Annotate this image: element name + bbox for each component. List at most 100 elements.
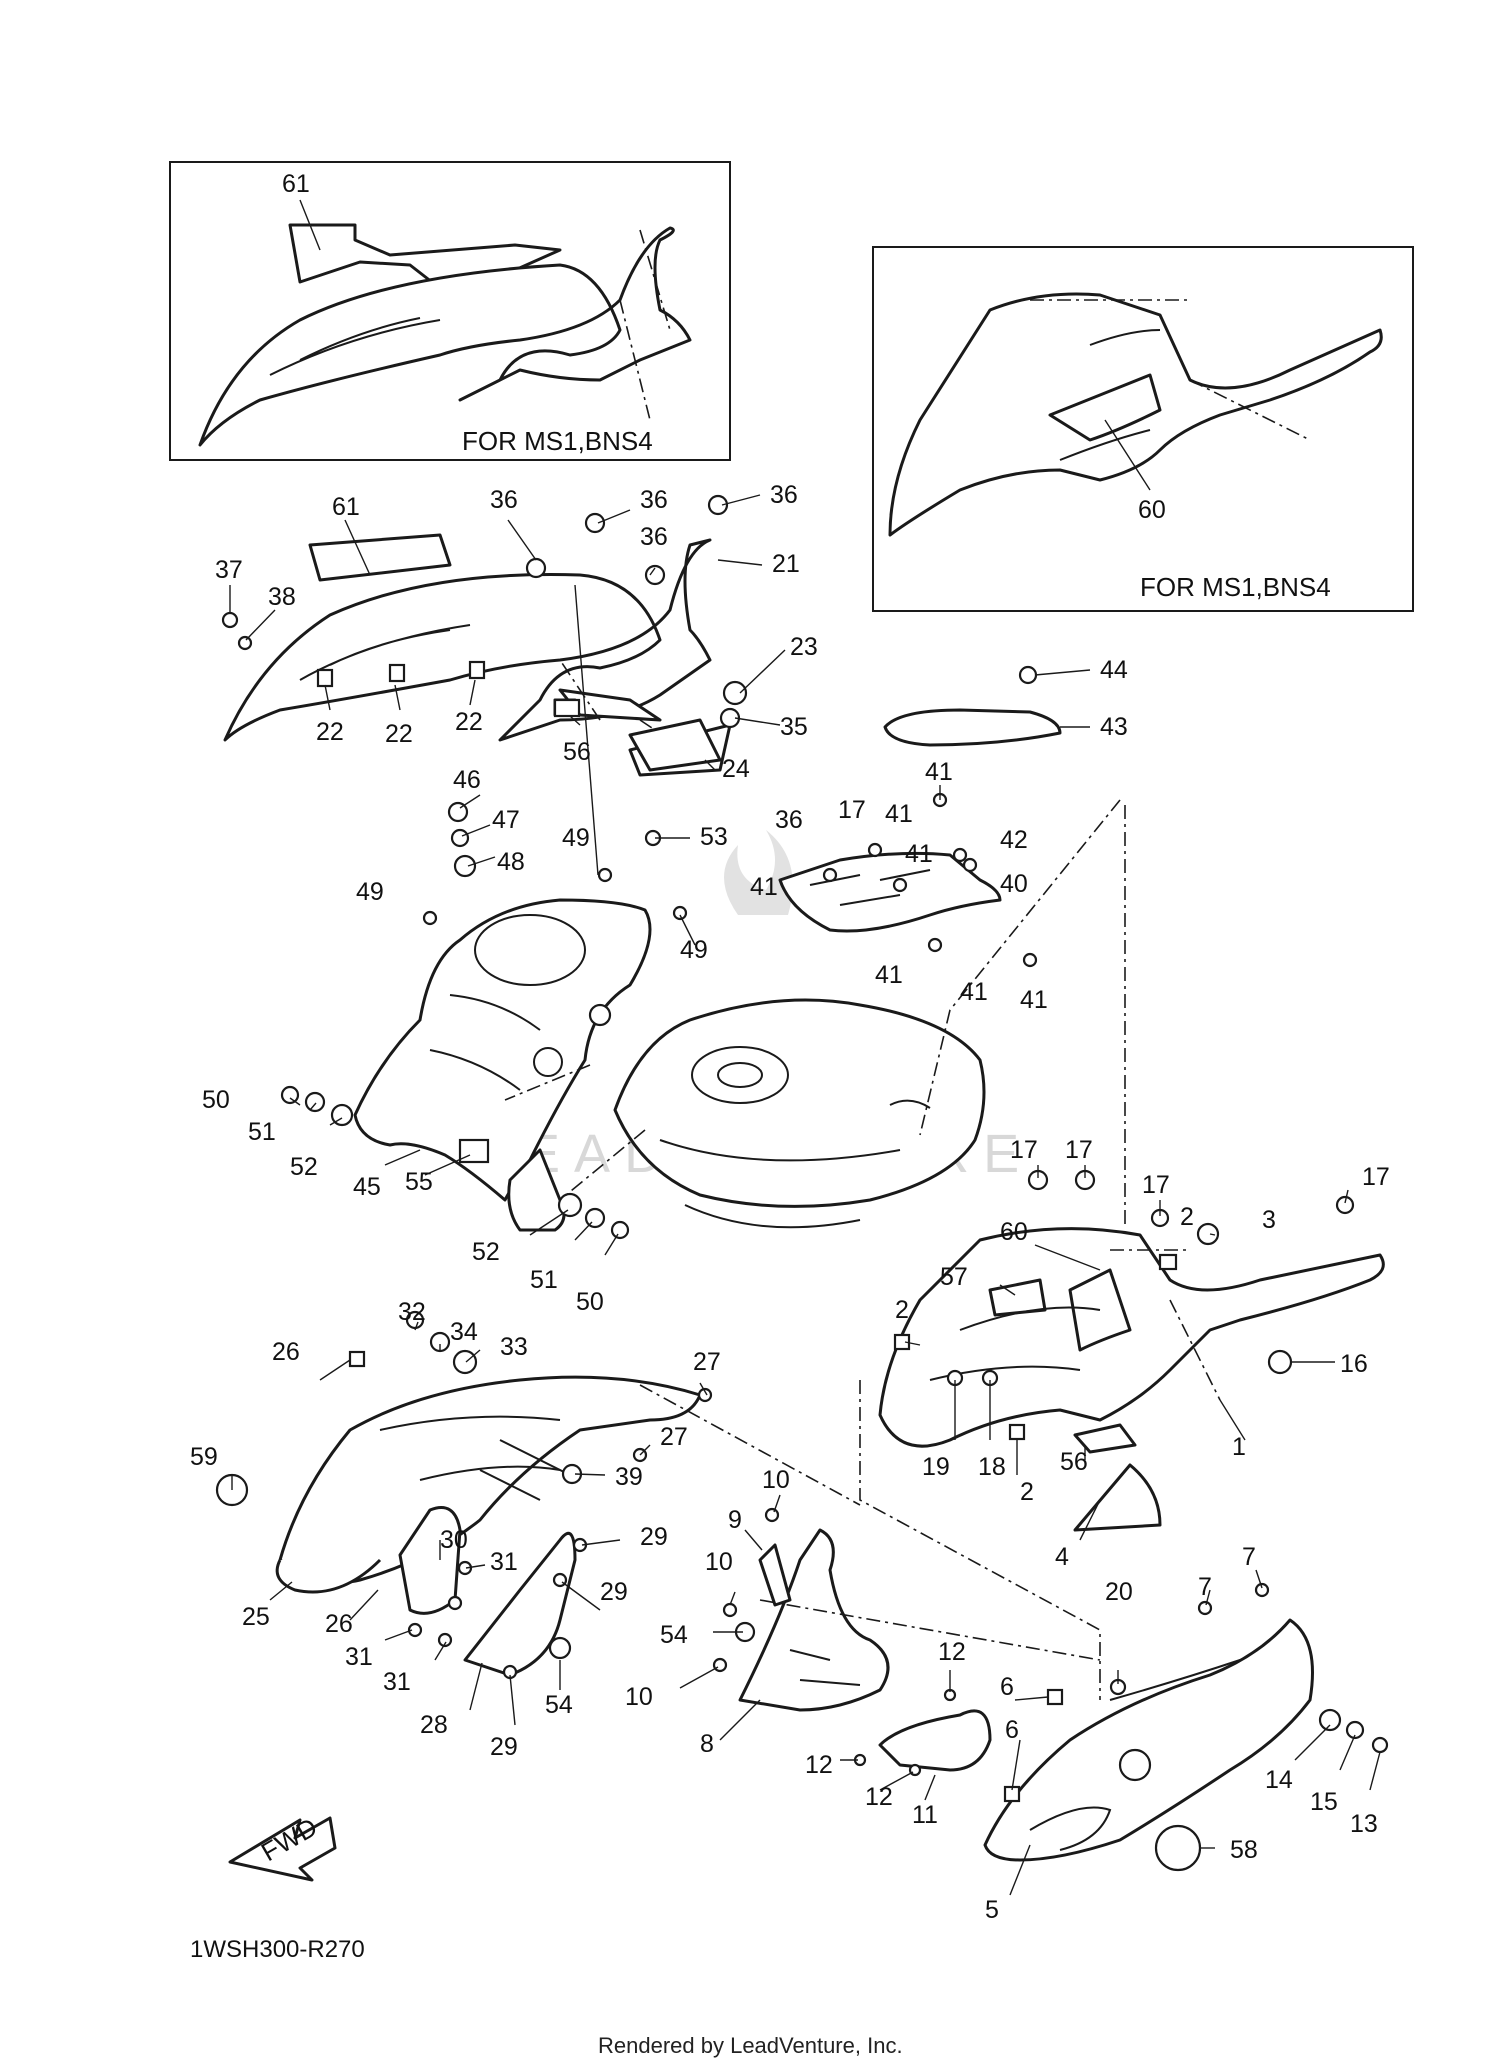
callout-59: 59: [190, 1443, 218, 1471]
callout-41-e: 41: [875, 961, 903, 989]
callout-32: 32: [398, 1298, 426, 1326]
bracket-11: [853, 1688, 992, 1777]
bracket-8: [712, 1507, 890, 1712]
inset-left-side-cover: [198, 223, 692, 447]
callout-17-b: 17: [1010, 1136, 1038, 1164]
callout-52-a: 52: [290, 1153, 318, 1181]
callout-49-b: 49: [356, 878, 384, 906]
callout-12-a: 12: [938, 1638, 966, 1666]
callout-7-a: 7: [1242, 1543, 1256, 1571]
callout-37: 37: [215, 556, 243, 584]
diagram-code: 1WSH300-R270: [190, 1936, 365, 1963]
callout-41-d: 41: [750, 873, 778, 901]
callout-50-b: 50: [576, 1288, 604, 1316]
callout-6-a: 6: [1000, 1673, 1014, 1701]
callout-36-b: 36: [640, 486, 668, 514]
callout-22-c: 22: [455, 708, 483, 736]
callout-36-e: 36: [775, 806, 803, 834]
callout-42: 42: [1000, 826, 1028, 854]
callout-24: 24: [722, 755, 750, 783]
callout-15: 15: [1310, 1788, 1338, 1816]
callout-56-b: 56: [1060, 1448, 1088, 1476]
callout-labels: 61 36 36 36 36 37 38 21 22 22 22 23 35 5…: [190, 481, 1390, 1924]
callout-29-c: 29: [490, 1733, 518, 1761]
lower-cowl-5: [983, 1582, 1389, 1872]
callout-26-b: 26: [325, 1610, 353, 1638]
fuel-tank: [613, 998, 986, 1229]
callout-45: 45: [353, 1173, 381, 1201]
callout-11: 11: [912, 1801, 938, 1829]
callout-41-a: 41: [925, 758, 953, 786]
callout-54-b: 54: [660, 1621, 688, 1649]
callout-31-b: 31: [345, 1643, 373, 1671]
callout-28: 28: [420, 1711, 448, 1739]
callout-3: 3: [1262, 1206, 1276, 1234]
callout-12-b: 12: [805, 1751, 833, 1779]
callout-44: 44: [1100, 656, 1128, 684]
callout-20: 20: [1105, 1578, 1133, 1606]
callout-61: 61: [332, 493, 360, 521]
callout-25: 25: [242, 1603, 270, 1631]
callout-55: 55: [405, 1168, 433, 1196]
callout-61-inset: 61: [282, 170, 310, 198]
callout-10-b: 10: [705, 1548, 733, 1576]
callout-1: 1: [1232, 1433, 1246, 1461]
callout-17-c: 17: [1065, 1136, 1093, 1164]
callout-27-a: 27: [693, 1348, 721, 1376]
callout-31-a: 31: [490, 1548, 518, 1576]
callout-10-c: 10: [625, 1683, 653, 1711]
callout-38: 38: [268, 583, 296, 611]
callout-19: 19: [922, 1453, 950, 1481]
side-cover-1: [878, 1227, 1385, 1532]
callout-18: 18: [978, 1453, 1006, 1481]
callout-6-b: 6: [1005, 1716, 1019, 1744]
callout-47: 47: [492, 806, 520, 834]
callout-17-e: 17: [1362, 1163, 1390, 1191]
callout-50-a: 50: [202, 1086, 230, 1114]
callout-10-a: 10: [762, 1466, 790, 1494]
credit-line: Rendered by LeadVenture, Inc.: [598, 2033, 903, 2058]
callout-36-d: 36: [640, 523, 668, 551]
tank-cover-43: [883, 665, 1062, 747]
callout-53: 53: [700, 823, 728, 851]
callout-29-a: 29: [640, 1523, 668, 1551]
callout-43: 43: [1100, 713, 1128, 741]
callout-14: 14: [1265, 1766, 1293, 1794]
inset-note-left: FOR MS1,BNS4: [462, 426, 653, 456]
inset-note-right: FOR MS1,BNS4: [1140, 572, 1331, 602]
callout-13: 13: [1350, 1810, 1378, 1838]
callout-21: 21: [772, 550, 800, 578]
callout-39: 39: [615, 1463, 643, 1491]
callout-41-c: 41: [905, 840, 933, 868]
callout-48: 48: [497, 848, 525, 876]
side-cowl-25: [215, 1310, 713, 1594]
watermark-flame-icon: [724, 830, 793, 915]
callout-60-inset: 60: [1138, 496, 1166, 524]
callout-7-b: 7: [1198, 1573, 1212, 1601]
inset-right-side-cover: [888, 292, 1383, 537]
callout-36-c: 36: [770, 481, 798, 509]
callout-49-a: 49: [562, 824, 590, 852]
callout-27-b: 27: [660, 1423, 688, 1451]
callout-29-b: 29: [600, 1578, 628, 1606]
callout-17-d: 17: [1142, 1171, 1170, 1199]
callout-35: 35: [780, 713, 808, 741]
callout-56-a: 56: [563, 738, 591, 766]
callout-57: 57: [940, 1263, 968, 1291]
inset-box-left: [169, 161, 731, 461]
callout-54-a: 54: [545, 1691, 573, 1719]
callout-46: 46: [453, 766, 481, 794]
callout-41-f: 41: [960, 978, 988, 1006]
forward-arrow: FWD: [228, 1812, 337, 1882]
callout-40: 40: [1000, 870, 1028, 898]
callout-36-a: 36: [490, 486, 518, 514]
callout-52-b: 52: [472, 1238, 500, 1266]
callout-5: 5: [985, 1896, 999, 1924]
callout-9: 9: [728, 1506, 742, 1534]
callout-34: 34: [450, 1318, 478, 1346]
leader-lines: [229, 494, 1381, 1896]
bracket-30: [398, 1506, 462, 1615]
callout-41-g: 41: [1020, 986, 1048, 1014]
callout-31-c: 31: [383, 1668, 411, 1696]
callout-23: 23: [790, 633, 818, 661]
